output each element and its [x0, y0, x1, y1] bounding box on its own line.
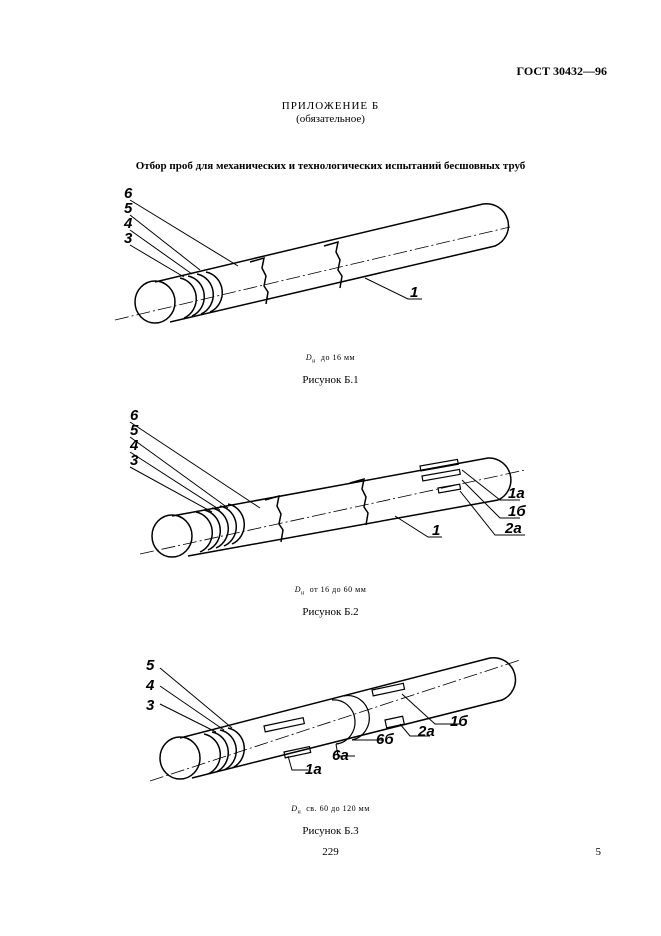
- standard-code: ГОСТ 30432—96: [516, 64, 608, 78]
- figure-b2-drawing: 6 5 4 3 1 1а 1б 2а: [129, 408, 526, 558]
- label-1a: 1а: [305, 761, 322, 778]
- appendix-subtitle: (обязательное): [296, 113, 365, 125]
- label-4: 4: [145, 677, 155, 694]
- label-3: 3: [124, 230, 133, 247]
- page-number: 229: [322, 846, 339, 858]
- figure-b1-caption: Рисунок Б.1: [302, 374, 359, 386]
- figure-b3-drawing: 5 4 3 1а 6а 6б 2а 1б: [145, 656, 521, 782]
- figure-b1-drawing: 6 5 4 3 1: [114, 185, 511, 324]
- label-1b: 1б: [508, 503, 526, 520]
- label-6: 6: [130, 408, 139, 424]
- label-5: 5: [124, 200, 133, 217]
- label-1: 1: [432, 522, 440, 539]
- figure-b2-caption: Рисунок Б.2: [302, 606, 359, 618]
- label-2a: 2а: [417, 723, 435, 740]
- label-4: 4: [123, 215, 133, 232]
- label-2a: 2а: [504, 520, 522, 537]
- figure-b3: 5 4 3 1а 6а 6б 2а 1б: [100, 648, 540, 798]
- figure-b2: 6 5 4 3 1 1а 1б 2а: [100, 408, 540, 568]
- appendix-title: ПРИЛОЖЕНИЕ Б: [281, 100, 380, 112]
- label-5: 5: [130, 422, 139, 439]
- label-1b: 1б: [450, 713, 468, 730]
- sheet-number: 5: [595, 846, 602, 858]
- figure-b1: 6 5 4 3 1: [100, 182, 540, 342]
- figure-b3-dimension: Dн св. 60 до 120 мм: [291, 804, 370, 816]
- figure-b2-dimension: Dн от 16 до 60 мм: [294, 585, 367, 597]
- section-title: Отбор проб для механических и технологич…: [135, 160, 526, 172]
- label-3: 3: [146, 697, 155, 714]
- label-1a: 1а: [508, 485, 525, 502]
- label-6a: 6а: [332, 747, 349, 764]
- figure-b3-caption: Рисунок Б.3: [302, 825, 359, 837]
- figure-b1-dimension: Dн до 16 мм: [305, 353, 356, 365]
- label-5: 5: [146, 657, 155, 674]
- label-6: 6: [124, 185, 133, 202]
- label-3: 3: [130, 452, 139, 469]
- label-4: 4: [129, 437, 139, 454]
- label-1: 1: [410, 284, 418, 301]
- label-6b: 6б: [376, 731, 394, 748]
